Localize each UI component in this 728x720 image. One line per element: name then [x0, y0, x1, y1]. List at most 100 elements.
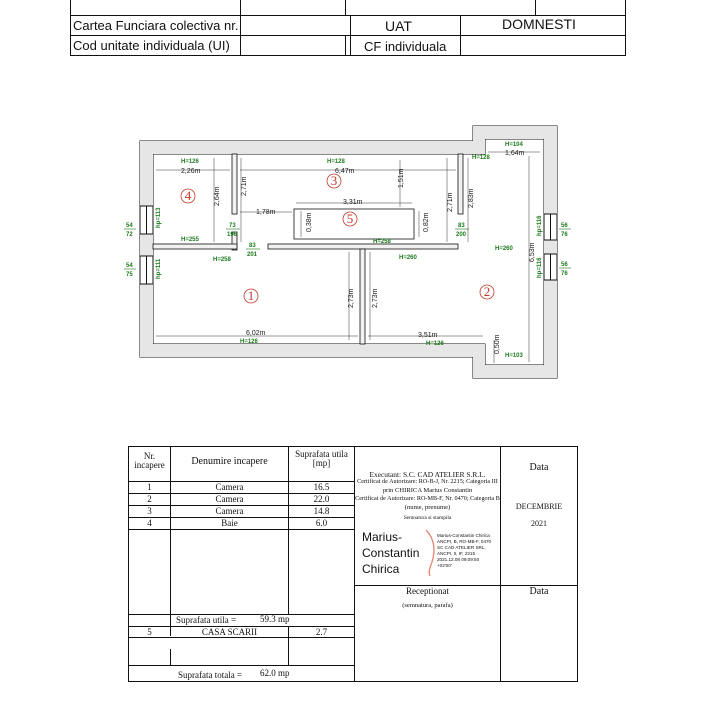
- row-3-nr: 3: [147, 506, 152, 516]
- frac-56-76a-top: 56: [561, 223, 568, 229]
- dimension-lines: [156, 151, 540, 363]
- dim-602: 6,02m: [246, 330, 266, 337]
- room-circles: [180, 173, 495, 304]
- frac-73-196-bot: 196: [227, 232, 238, 238]
- cod-ui-label: Cod unitate individuala (UI): [73, 38, 230, 53]
- frac-83-200-bot: 200: [456, 232, 467, 238]
- height-128-right: H=128: [472, 155, 491, 161]
- col-header-nr: Nr. incapere: [134, 451, 165, 471]
- frac-54-75-bot: 75: [126, 272, 133, 278]
- frac-83-200-top: 83: [458, 223, 465, 229]
- col-header-denumire: Denumire incapere: [191, 456, 268, 467]
- frac-56-76a-bot: 76: [561, 232, 568, 238]
- signature-name-1: Marius-: [362, 530, 403, 544]
- signature-detail-3: SC CAD ATELIER SRL,: [437, 545, 486, 550]
- row-4-denumire: Baie: [221, 518, 238, 528]
- frac-56-76b-top: 56: [561, 262, 568, 268]
- dim-273-a: 2,73m: [348, 288, 355, 308]
- receptionat-label: Receptionat: [406, 586, 449, 596]
- uat-label: UAT: [385, 18, 412, 34]
- scara-nr: 5: [147, 627, 152, 637]
- signature-detail-6: +02'00': [437, 563, 452, 568]
- room-number-5: 5: [347, 211, 354, 226]
- row-1-nr: 1: [147, 482, 152, 492]
- room-number-1: 1: [248, 288, 255, 303]
- frac-54-72-bot: 72: [126, 232, 133, 238]
- data-label-2: Data: [529, 586, 549, 597]
- dim-082: 0,82m: [423, 212, 430, 232]
- scara-suprafata: 2.7: [315, 627, 328, 637]
- height-128-room3: H=128: [327, 159, 346, 165]
- frac-54-72-top: 54: [126, 223, 133, 229]
- dim-283: 2,83m: [468, 188, 475, 208]
- semnatura-stampila: Semnatura si stampila: [403, 515, 452, 521]
- data-label: Data: [529, 462, 549, 473]
- dim-151: 1,51m: [398, 168, 405, 188]
- suprafata-utila-label: Suprafata utila =: [176, 615, 237, 625]
- room-number-4: 4: [185, 188, 192, 203]
- suprafata-utila-value: 59.3 mp: [260, 614, 290, 624]
- suprafata-totala-value: 62.0 mp: [260, 668, 290, 678]
- cf-individuala-label: CF individuala: [364, 39, 447, 54]
- row-4-nr: 4: [147, 518, 152, 528]
- executant-cert-1: Certificat de Autorizare: RO-B-J, Nr. 22…: [357, 478, 498, 485]
- row-1-suprafata: 16.5: [313, 482, 330, 492]
- executant-cert-2: Certificat de Autorizare: RO-MB-F, Nr. 0…: [355, 495, 500, 502]
- row-4-suprafata: 6.0: [315, 518, 328, 528]
- wall-hatch: [140, 126, 557, 378]
- cf-colectiva-label: Cartea Funciara colectiva nr.: [73, 18, 239, 33]
- height-126-room4: H=126: [181, 159, 200, 165]
- dim-050: 0,50m: [494, 334, 501, 354]
- right-windows: [543, 213, 558, 281]
- receptionat-sub: (semnatura, parafa): [402, 602, 453, 609]
- signature-name-3: Chirica: [362, 562, 400, 576]
- frac-54-75-top: 54: [126, 263, 133, 269]
- col-header-suprafata: Suprafata utila [mp]: [295, 449, 348, 469]
- fraction-bars: [124, 228, 571, 270]
- dim-273-b: 2,73m: [372, 288, 379, 308]
- signature-detail-1: Marius-Constantin Chirica: [437, 533, 490, 538]
- scara-denumire: CASA SCARII: [201, 627, 258, 637]
- row-2-nr: 2: [147, 494, 152, 504]
- frac-73-196-top: 73: [229, 223, 236, 229]
- data-year: 2021: [531, 519, 547, 528]
- frac-56-76b-bot: 76: [561, 271, 568, 277]
- left-windows: [139, 205, 154, 285]
- data-month: DECEMBRIE: [515, 502, 563, 511]
- cadastral-header-table: Cartea Funciara colectiva nr. UAT DOMNES…: [70, 0, 626, 56]
- hp-111: hp=111: [156, 258, 162, 279]
- hp-116-bot: hp=116: [537, 257, 543, 278]
- executant-nume-prenume: (nume, prenume): [404, 504, 451, 511]
- dim-178: 1,78m: [256, 209, 276, 216]
- suprafata-totala-label: Suprafata totala =: [178, 670, 243, 680]
- height-126-room2: H=126: [426, 341, 445, 347]
- hp-116-top: hp=116: [537, 215, 543, 236]
- row-2-denumire: Camera: [215, 494, 244, 504]
- executant-name: Executant: S.C. CAD ATELIER S.R.L.: [369, 470, 486, 479]
- dim-653: 6,53m: [529, 242, 536, 262]
- dim-264: 2,64m: [214, 186, 221, 206]
- dim-351: 3,51m: [418, 332, 438, 339]
- executant-prin: prin CHIRICA Marius Constantin: [382, 487, 473, 494]
- height-260-mid: H=260: [399, 255, 418, 261]
- height-103: H=103: [505, 353, 524, 359]
- hp-113: hp=113: [156, 207, 162, 228]
- room-number-3: 3: [331, 173, 338, 188]
- frac-83-201-top: 83: [249, 243, 256, 249]
- height-258-room5: H=258: [373, 239, 392, 245]
- dim-271-left: 2,71m: [241, 176, 248, 196]
- uat-value: DOMNESTI: [502, 16, 576, 32]
- signature-stroke-icon: [425, 529, 435, 577]
- row-3-denumire: Camera: [215, 506, 244, 516]
- signature-detail-5: 2021.12.08 09:09:50: [437, 557, 480, 562]
- dim-271-right: 2,71m: [447, 192, 454, 212]
- row-3-suprafata: 14.8: [313, 506, 330, 516]
- signature-detail-4: ANCPI, II, IF, 2215: [437, 551, 476, 556]
- height-260-right: H=260: [495, 246, 514, 252]
- dim-331: 3,31m: [343, 199, 363, 206]
- dim-038: 0,38m: [306, 212, 313, 232]
- dim-164: 1,64m: [505, 150, 525, 157]
- height-255: H=255: [181, 237, 200, 243]
